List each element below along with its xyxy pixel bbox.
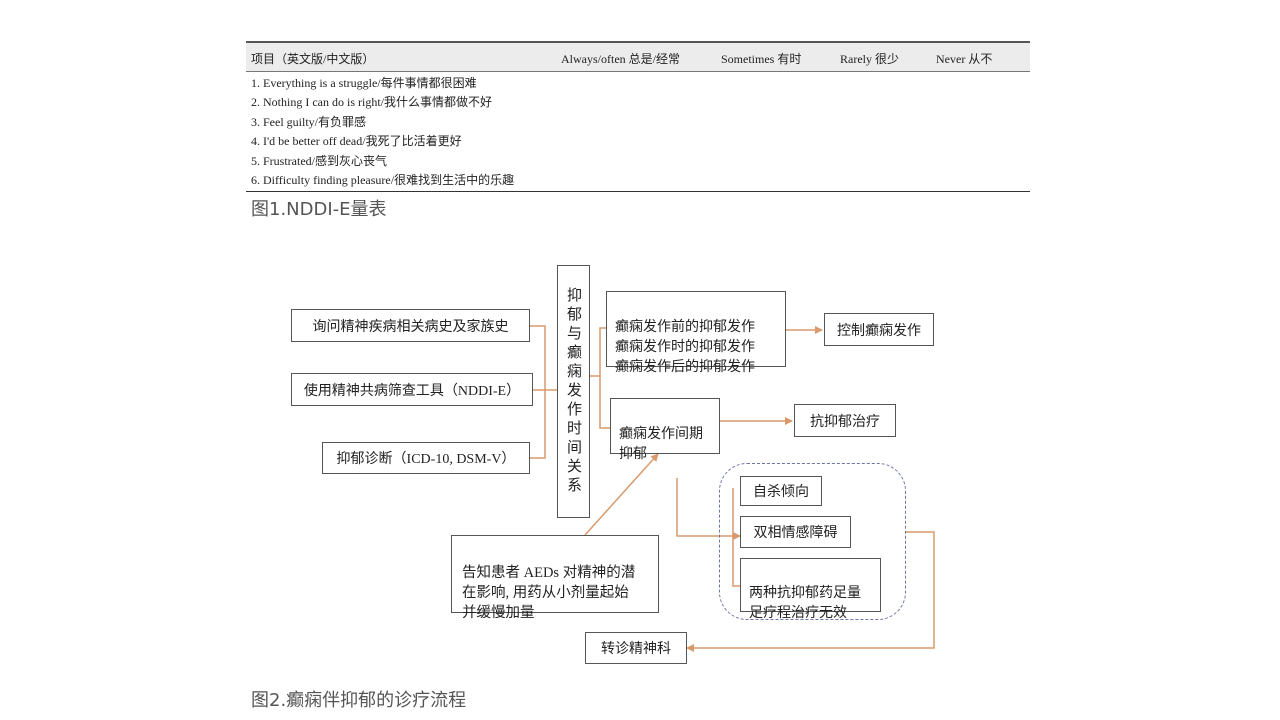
table-row: 6. Difficulty finding pleasure/很难找到生活中的乐… xyxy=(251,172,515,187)
connector-relation-out xyxy=(590,327,606,377)
table-row: 5. Frustrated/感到灰心丧气 xyxy=(251,153,387,168)
table-row: 1. Everything is a struggle/每件事情都很困难 xyxy=(251,76,477,90)
history-text: 询问精神疾病相关病史及家族史 xyxy=(312,319,509,335)
header-always: Always/often 总是/经常 xyxy=(561,52,680,66)
arrow-aeds-to-inter xyxy=(584,453,659,536)
table-header: 项目（英文版/中文版） Always/often 总是/经常 Sometimes… xyxy=(246,43,1030,72)
header-sometimes: Sometimes 有时 xyxy=(721,52,802,66)
inter-ictal-text: 癫痫发作间期 抑郁 xyxy=(619,427,703,462)
referral-text: 转诊精神科 xyxy=(601,642,671,657)
bipolar-text: 双相情感障碍 xyxy=(753,526,838,541)
history-box: 询问精神疾病相关病史及家族史 xyxy=(291,309,530,342)
nddi-e-table: 项目（英文版/中文版） Always/often 总是/经常 Sometimes… xyxy=(246,41,1030,193)
risk-factors-group xyxy=(719,463,906,620)
peri-ictal-box: 癫痫发作前的抑郁发作 癫痫发作时的抑郁发作 癫痫发作后的抑郁发作 xyxy=(606,291,786,375)
diagnosis-box: 抑郁诊断（ICD-10, DSM-V） xyxy=(322,442,530,474)
suicide-text: 自杀倾向 xyxy=(753,485,809,500)
connector-relation-inter xyxy=(599,376,610,429)
relation-text: 抑郁与癫痫发作时间关系 xyxy=(565,287,581,496)
table-body: 1. Everything is a struggle/每件事情都很困难 2. … xyxy=(246,72,1030,191)
aeds-box: 告知患者 AEDs 对精神的潜 在影响, 用药从小剂量起始 并缓慢加量 xyxy=(451,535,659,621)
screening-text: 使用精神共病筛查工具（NDDI-E） xyxy=(303,383,521,399)
figure-1-caption: 图1.NDDI-E量表 xyxy=(251,199,387,220)
table-row: 2. Nothing I can do is right/我什么事情都做不好 xyxy=(251,95,492,110)
inter-ictal-box: 癫痫发作间期 抑郁 xyxy=(610,398,720,462)
antidepressant-text: 抗抑郁治疗 xyxy=(810,414,880,430)
peri-ictal-text: 癫痫发作前的抑郁发作 癫痫发作时的抑郁发作 癫痫发作后的抑郁发作 xyxy=(615,320,755,375)
figure-2-caption: 图2.癫痫伴抑郁的诊疗流程 xyxy=(251,690,467,711)
relation-box: 抑郁与癫痫发作时间关系 xyxy=(557,265,590,518)
ineffective-box: 两种抗抑郁药足量 足疗程治疗无效 xyxy=(740,558,881,621)
control-text: 控制癫痫发作 xyxy=(837,323,921,339)
control-box: 控制癫痫发作 xyxy=(824,313,934,346)
bipolar-box: 双相情感障碍 xyxy=(740,516,851,548)
diagnosis-text: 抑郁诊断（ICD-10, DSM-V） xyxy=(336,452,516,467)
table-row: 3. Feel guilty/有负罪感 xyxy=(251,114,366,129)
suicide-box: 自杀倾向 xyxy=(740,476,822,506)
referral-box: 转诊精神科 xyxy=(585,632,687,664)
header-item: 项目（英文版/中文版） xyxy=(251,52,375,66)
antidepressant-box: 抗抑郁治疗 xyxy=(794,404,896,437)
header-rarely: Rarely 很少 xyxy=(840,52,899,66)
header-never: Never 从不 xyxy=(936,52,993,66)
screening-box: 使用精神共病筛查工具（NDDI-E） xyxy=(291,373,533,406)
aeds-text: 告知患者 AEDs 对精神的潜 在影响, 用药从小剂量起始 并缓慢加量 xyxy=(462,565,636,621)
ineffective-text: 两种抗抑郁药足量 足疗程治疗无效 xyxy=(749,586,861,621)
table-row: 4. I'd be better off dead/我死了比活着更好 xyxy=(251,134,462,149)
